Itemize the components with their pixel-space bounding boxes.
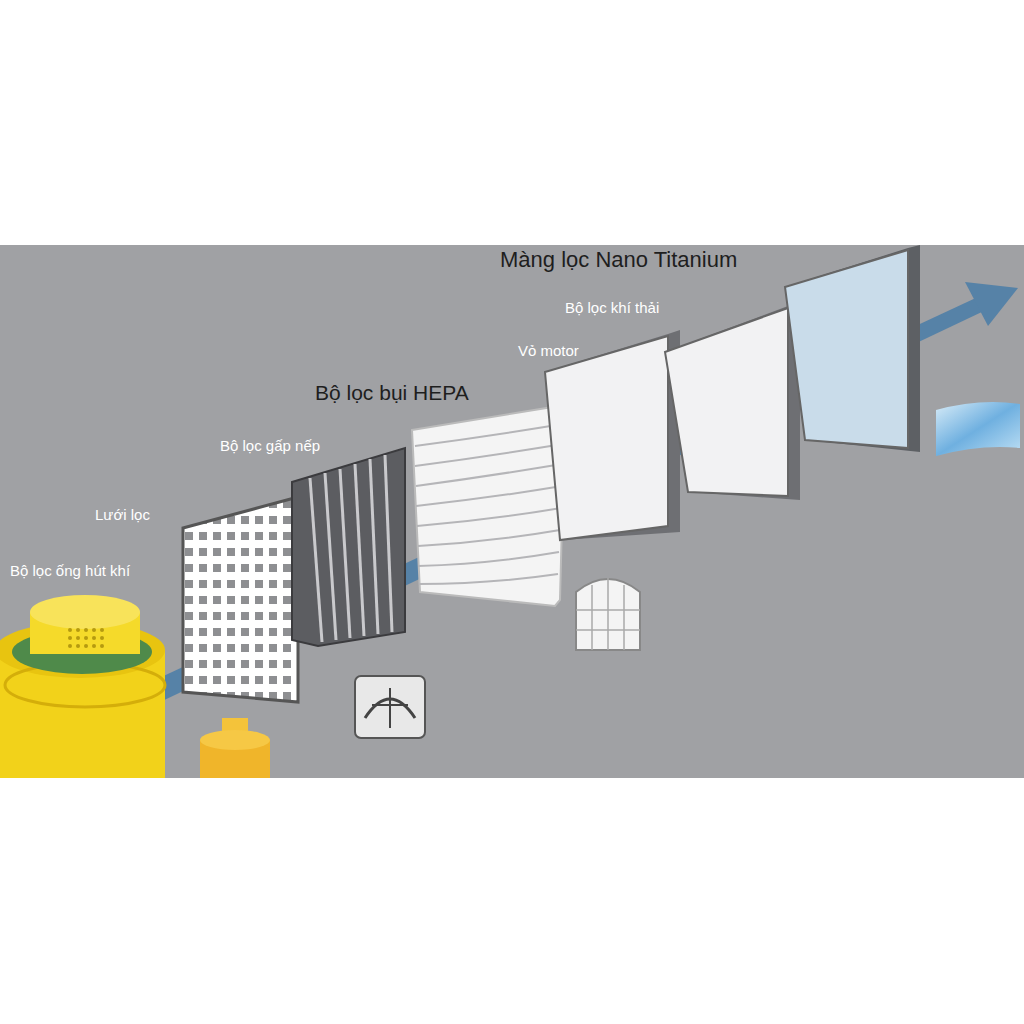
- filter-title: Bộ lọc bụi HEPA: [315, 380, 469, 405]
- motor-housing: [545, 330, 680, 540]
- pleated-filter: [292, 448, 405, 646]
- part-label: Lưới lọc: [95, 506, 150, 524]
- part-label: Bộ lọc ống hút khí: [10, 562, 130, 580]
- exhaust-filter: [665, 302, 800, 500]
- hepa-filter: [412, 405, 565, 606]
- nano-titanium-filter: [785, 245, 920, 452]
- grey-ground: [0, 245, 1024, 778]
- filter-title: Màng lọc Nano Titanium: [500, 247, 737, 273]
- part-label: Bộ lọc gấp nếp: [220, 437, 320, 455]
- part-label: Bộ lọc khí thải: [565, 299, 659, 317]
- part-icons: [355, 402, 1020, 738]
- mesh-filter: [183, 497, 298, 702]
- part-label: Vỏ motor: [518, 342, 579, 360]
